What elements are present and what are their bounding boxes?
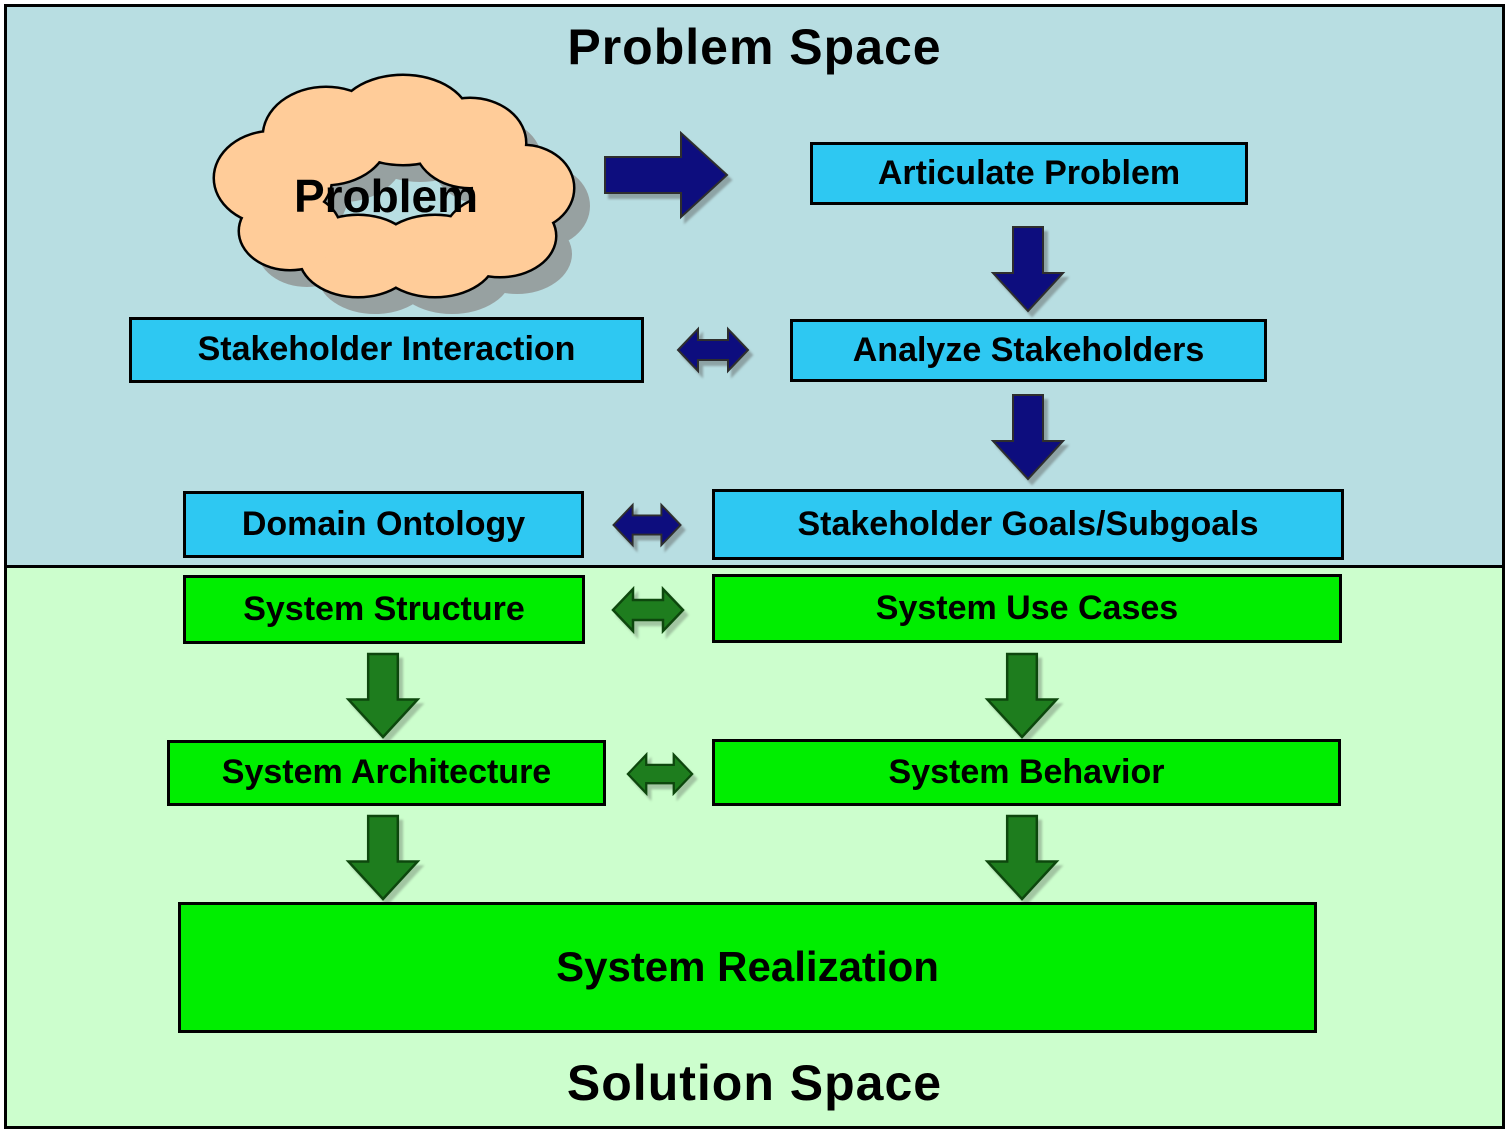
- arrow-down-icon: [345, 652, 421, 739]
- problem-space-title: Problem Space: [567, 19, 942, 75]
- arrow-double-horizontal-icon: [612, 502, 682, 548]
- system-realization-box: System Realization: [178, 902, 1317, 1033]
- arrow-down-icon: [984, 652, 1060, 739]
- arrow-double-horizontal-icon: [676, 326, 750, 374]
- articulate-problem-box: Articulate Problem: [810, 142, 1248, 205]
- arrow-double-horizontal-icon: [611, 585, 685, 635]
- system-use-cases-box: System Use Cases: [712, 574, 1342, 643]
- system-architecture-box: System Architecture: [167, 740, 606, 806]
- arrow-down-icon: [345, 814, 421, 901]
- arrow-double-horizontal-icon: [626, 749, 694, 799]
- cloud-label: Problem: [294, 170, 478, 222]
- arrow-right-icon: [604, 130, 729, 220]
- solution-space-section: [7, 565, 1502, 1126]
- stakeholder-interaction-box: Stakeholder Interaction: [129, 317, 644, 383]
- domain-ontology-box: Domain Ontology: [183, 491, 584, 558]
- solution-space-title: Solution Space: [566, 1055, 943, 1111]
- system-behavior-box: System Behavior: [712, 739, 1341, 806]
- stakeholder-goals-subgoals-box: Stakeholder Goals/Subgoals: [712, 489, 1344, 560]
- problem-cloud: Problem: [198, 68, 590, 314]
- arrow-down-icon: [990, 226, 1066, 313]
- analyze-stakeholders-box: Analyze Stakeholders: [790, 319, 1267, 382]
- system-structure-box: System Structure: [183, 575, 585, 644]
- problem-space-section: [7, 7, 1502, 565]
- arrow-down-icon: [990, 394, 1066, 481]
- arrow-down-icon: [984, 814, 1060, 901]
